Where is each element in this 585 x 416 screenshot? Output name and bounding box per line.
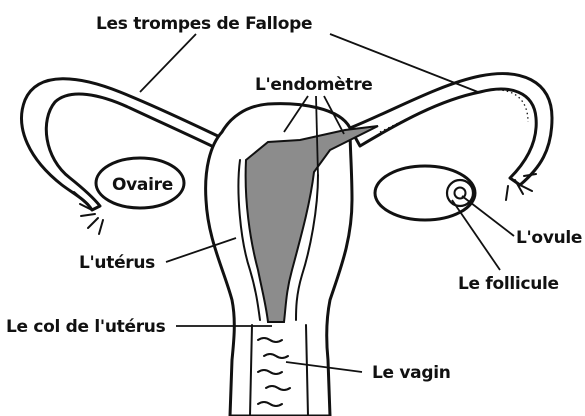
leader-fallopian-left xyxy=(140,34,196,92)
label-uterus: L'utérus xyxy=(79,253,155,273)
label-cervix: Le col de l'utérus xyxy=(6,317,166,337)
label-follicle: Le follicule xyxy=(458,274,559,294)
label-ovum: L'ovule xyxy=(516,228,582,248)
leader-ovum xyxy=(462,196,514,236)
leader-follicle xyxy=(452,200,500,270)
label-endometrium: L'endomètre xyxy=(255,75,373,95)
label-ovary: Ovaire xyxy=(112,175,173,195)
label-vagina: Le vagin xyxy=(372,363,451,383)
label-fallopian-tubes: Les trompes de Fallope xyxy=(96,14,312,34)
